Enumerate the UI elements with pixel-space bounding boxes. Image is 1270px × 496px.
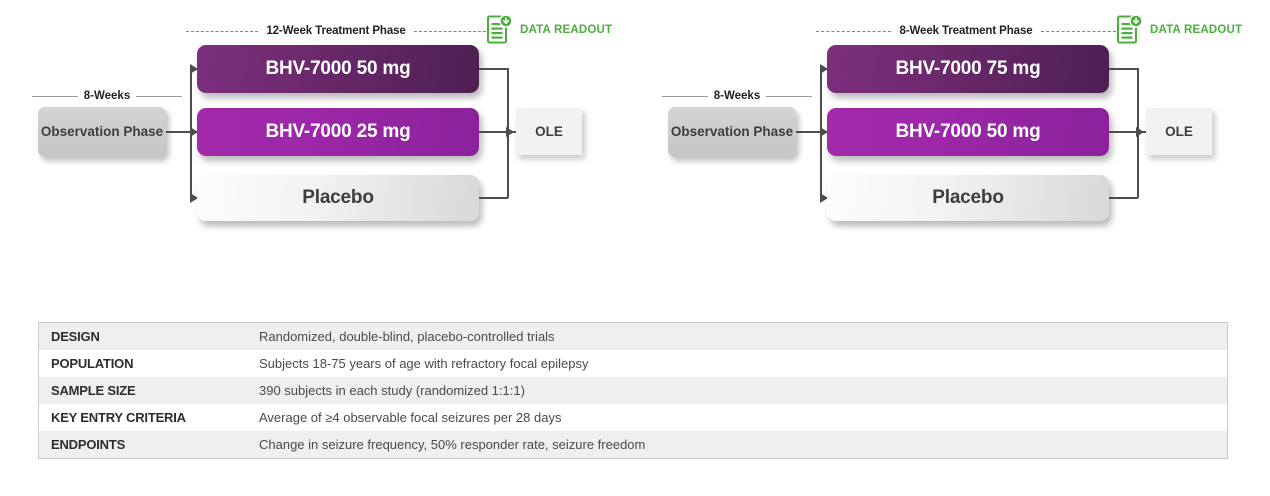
table-row: ENDPOINTS Change in seizure frequency, 5… (38, 431, 1228, 459)
treatment-arm-placebo: Placebo (827, 175, 1109, 221)
arrowhead-high-dose (820, 64, 828, 74)
row-value: Subjects 18-75 years of age with refract… (259, 356, 589, 371)
study-2-diagram: 8-Week Treatment Phase DATA READOUT 8-We… (630, 0, 1260, 250)
arrowhead-placebo (190, 193, 198, 203)
study-summary-table: DESIGN Randomized, double-blind, placebo… (38, 322, 1228, 459)
observation-duration: 8-Weeks (32, 88, 182, 104)
data-readout-label: DATA READOUT (520, 24, 613, 36)
table-row: DESIGN Randomized, double-blind, placebo… (38, 322, 1228, 350)
observation-weeks-text: 8-Weeks (83, 90, 131, 102)
dashed-rule-right (413, 30, 487, 32)
observation-phase-box: Observation Phase (38, 107, 166, 157)
connector-observation-to-trunk (166, 131, 190, 133)
row-key: SAMPLE SIZE (38, 377, 247, 404)
table-row: SAMPLE SIZE 390 subjects in each study (… (38, 377, 1228, 404)
data-readout: DATA READOUT (1117, 15, 1242, 45)
phase-header: 12-Week Treatment Phase (186, 22, 487, 40)
rule-right (136, 95, 182, 97)
row-key: POPULATION (51, 356, 134, 371)
phase-title: 8-Week Treatment Phase (899, 25, 1033, 37)
phase-title: 12-Week Treatment Phase (266, 25, 406, 37)
dashed-rule-left (816, 30, 892, 32)
arrowhead-mid-dose (820, 127, 828, 137)
rule-left (32, 95, 78, 97)
data-readout: DATA READOUT (487, 15, 612, 45)
arrowhead-placebo (820, 193, 828, 203)
row-value: Randomized, double-blind, placebo-contro… (247, 322, 1228, 350)
observation-weeks-text: 8-Weeks (713, 90, 761, 102)
table-body: DESIGN Randomized, double-blind, placebo… (38, 322, 1228, 459)
connector-join-mid (1109, 131, 1147, 133)
connector-join-high (1109, 68, 1138, 70)
treatment-arm-high-dose: BHV-7000 50 mg (197, 45, 479, 93)
row-key: ENDPOINTS (38, 431, 247, 459)
phase-header: 8-Week Treatment Phase (816, 22, 1116, 40)
trial-design-diagrams: 12-Week Treatment Phase DATA READOUT 8-W… (0, 0, 1260, 250)
row-key: KEY ENTRY CRITERIA (51, 410, 186, 425)
table-row: KEY ENTRY CRITERIA Average of ≥4 observa… (39, 404, 1228, 431)
treatment-arm-mid-dose: BHV-7000 25 mg (197, 108, 479, 156)
document-download-icon (487, 15, 513, 45)
row-key: DESIGN (38, 322, 247, 350)
row-value: 390 subjects in each study (randomized 1… (247, 377, 1228, 404)
connector-observation-to-trunk (796, 131, 820, 133)
rule-right (766, 95, 812, 97)
ole-box: OLE (516, 108, 582, 155)
arrowhead-ole (506, 127, 514, 137)
connector-join-placebo (479, 197, 508, 199)
connector-join-high (479, 68, 508, 70)
study-1-diagram: 12-Week Treatment Phase DATA READOUT 8-W… (0, 0, 630, 250)
connector-join-mid (479, 131, 517, 133)
dashed-rule-left (186, 30, 259, 32)
arrowhead-ole (1136, 127, 1144, 137)
table-row: POPULATION Subjects 18-75 years of age w… (39, 350, 1228, 377)
arrowhead-high-dose (190, 64, 198, 74)
observation-duration: 8-Weeks (662, 88, 812, 104)
arrowhead-mid-dose (190, 127, 198, 137)
data-readout-label: DATA READOUT (1150, 24, 1243, 36)
treatment-arm-high-dose: BHV-7000 75 mg (827, 45, 1109, 93)
observation-phase-box: Observation Phase (668, 107, 796, 157)
row-value: Average of ≥4 observable focal seizures … (259, 410, 562, 425)
connector-join-placebo (1109, 197, 1138, 199)
row-value: Change in seizure frequency, 50% respond… (247, 431, 1228, 459)
rule-left (662, 95, 708, 97)
treatment-arm-placebo: Placebo (197, 175, 479, 221)
ole-box: OLE (1146, 108, 1212, 155)
dashed-rule-right (1040, 30, 1116, 32)
document-download-icon (1117, 15, 1143, 45)
treatment-arm-mid-dose: BHV-7000 50 mg (827, 108, 1109, 156)
